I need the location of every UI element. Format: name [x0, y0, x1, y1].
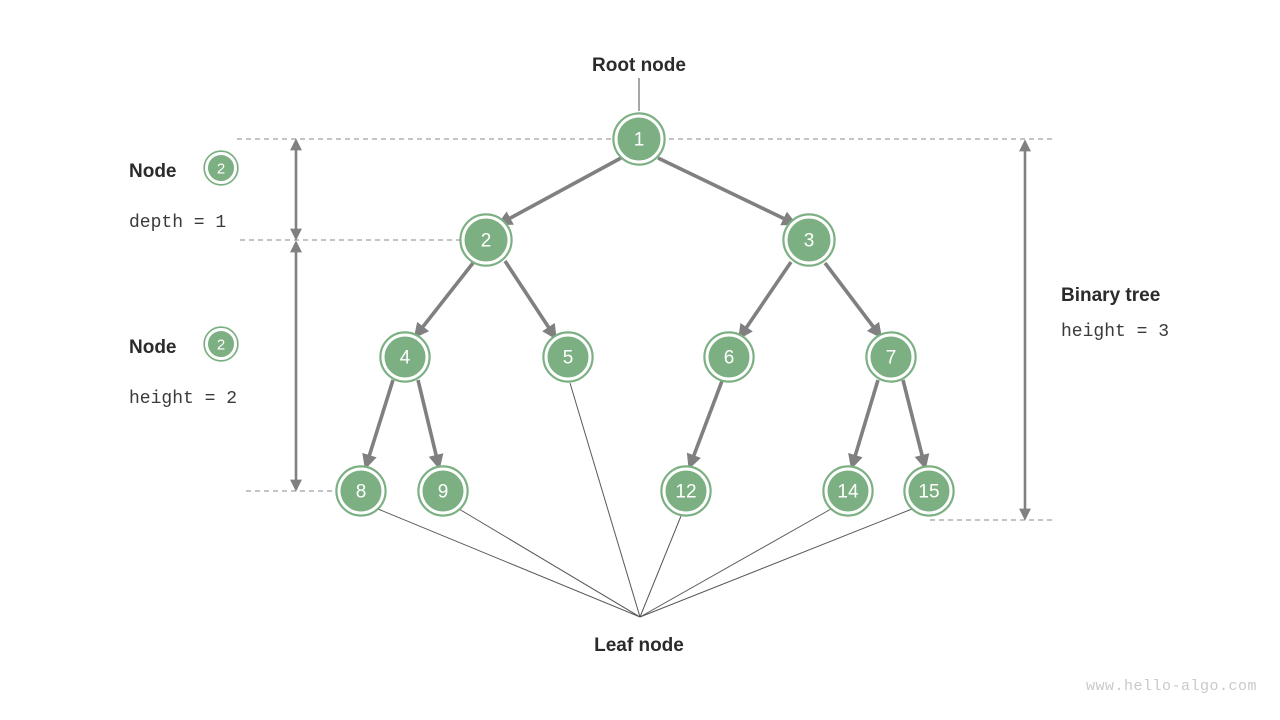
tree-node-9-label: 9 — [438, 482, 449, 503]
tree-node-4[interactable]: 4 — [379, 331, 431, 383]
depth-annotation-badge-label: 2 — [217, 161, 225, 178]
height-annotation-detail: height = 2 — [129, 389, 237, 409]
tree-node-5[interactable]: 5 — [542, 331, 594, 383]
edge-n1-n2 — [496, 156, 622, 226]
tree-node-7[interactable]: 7 — [865, 331, 917, 383]
leaf-node-label: Leaf node — [594, 635, 684, 656]
tree-annotation-detail: height = 3 — [1061, 322, 1169, 342]
tree-node-3-label: 3 — [804, 231, 815, 252]
height-annotation-badge-label: 2 — [217, 337, 225, 354]
tree-node-5-label: 5 — [563, 348, 574, 369]
edge-n7-n14 — [848, 379, 880, 470]
depth-annotation-badge: 2 — [203, 150, 239, 186]
edge-n7-n15 — [901, 379, 930, 470]
tree-node-14-label: 14 — [837, 482, 859, 503]
tree-node-1-label: 1 — [634, 130, 645, 151]
tree-node-8-label: 8 — [356, 482, 367, 503]
edge-n4-n9 — [416, 379, 444, 470]
edge-n6-n12 — [686, 380, 724, 470]
tree-node-2[interactable]: 2 — [459, 213, 513, 267]
root-node-label: Root node — [592, 55, 686, 76]
tree-node-4-label: 4 — [400, 348, 411, 369]
tree-node-6-label: 6 — [724, 348, 735, 369]
depth-annotation-title: Node — [129, 161, 177, 182]
tree-node-1[interactable]: 1 — [612, 112, 666, 166]
edge-n3-n7 — [823, 261, 883, 339]
watermark-label: www.hello-algo.com — [1086, 678, 1257, 695]
tree-node-8[interactable]: 8 — [335, 465, 387, 517]
tree-node-12-label: 12 — [675, 482, 696, 503]
leaf-line-to-n12 — [639, 515, 682, 618]
edge-n3-n6 — [738, 260, 793, 340]
tree-node-3[interactable]: 3 — [782, 213, 836, 267]
tree-node-7-label: 7 — [886, 348, 897, 369]
tree-node-2-label: 2 — [481, 231, 492, 252]
dimension-arrows — [290, 138, 1031, 521]
leaf-line-to-n9 — [458, 508, 641, 618]
height-annotation-title: Node — [129, 337, 177, 358]
tree-edges — [362, 156, 930, 470]
tree-node-9[interactable]: 9 — [417, 465, 469, 517]
tree-nodes: 1 2 3 4 5 — [335, 112, 955, 517]
tree-node-6[interactable]: 6 — [703, 331, 755, 383]
edge-n2-n5 — [503, 260, 557, 340]
leaf-line-to-n15 — [639, 508, 913, 618]
edge-n1-n3 — [657, 156, 798, 226]
leaf-pointer-lines — [377, 382, 913, 618]
tree-node-14[interactable]: 14 — [822, 465, 874, 517]
guide-lines — [237, 138, 1055, 521]
tree-node-15-label: 15 — [918, 482, 939, 503]
height-annotation-badge: 2 — [203, 326, 239, 362]
edge-n4-n8 — [362, 379, 395, 470]
tree-node-12[interactable]: 12 — [660, 465, 712, 517]
leaf-line-to-n14 — [639, 508, 832, 618]
tree-annotation-title: Binary tree — [1061, 285, 1160, 306]
leaf-line-to-n5 — [569, 382, 641, 618]
leaf-line-to-n8 — [377, 508, 641, 618]
annotation-badges: 2 2 — [203, 150, 239, 362]
edge-n2-n4 — [413, 261, 475, 339]
depth-annotation-detail: depth = 1 — [129, 213, 226, 233]
tree-node-15[interactable]: 15 — [903, 465, 955, 517]
